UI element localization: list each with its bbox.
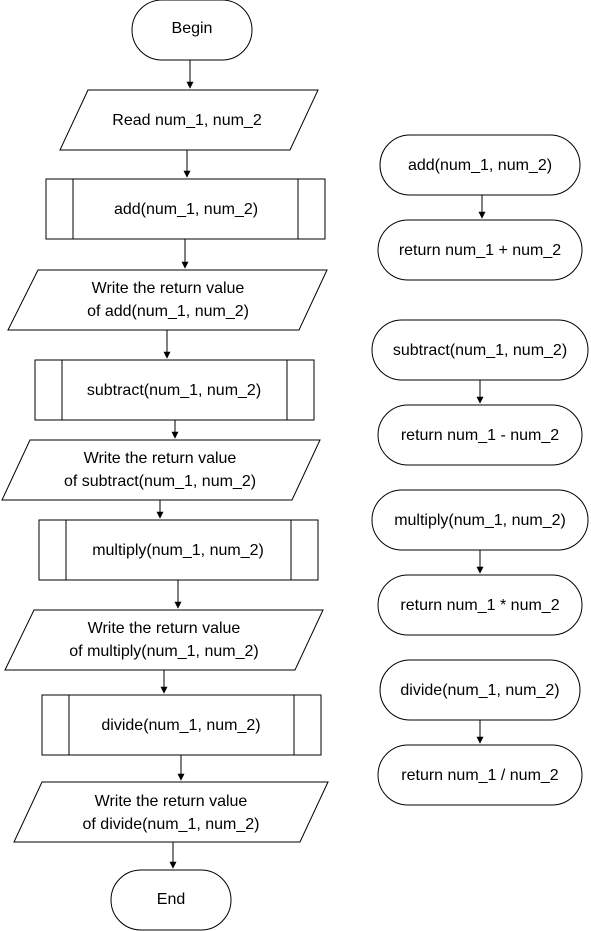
divide-function-body-label: return num_1 / num_2 [401,767,559,784]
add-function-header-label: add(num_1, num_2) [408,157,552,174]
write-multiply-node: Write the return value of multiply(num_1… [4,609,324,671]
multiply-function-body-label: return num_1 * num_2 [400,597,559,614]
write-divide-node: Write the return value of divide(num_1, … [13,781,329,843]
subtract-function-body-label: return num_1 - num_2 [401,427,559,444]
subtract-call-label: subtract(num_1, num_2) [87,382,261,399]
read-input-label: Read num_1, num_2 [112,112,262,129]
multiply-function-body: return num_1 * num_2 [377,574,583,636]
divide-call-node: divide(num_1, num_2) [41,694,322,756]
end-label: End [157,891,185,908]
add-function-body-label: return num_1 + num_2 [399,242,561,259]
add-call-label: add(num_1, num_2) [114,201,258,218]
multiply-function-header-label: multiply(num_1, num_2) [394,512,566,529]
divide-function-header: divide(num_1, num_2) [379,659,581,721]
write-multiply-line-2: of multiply(num_1, num_2) [69,643,258,660]
subtract-function-header: subtract(num_1, num_2) [371,319,589,381]
add-call-node: add(num_1, num_2) [45,178,326,240]
add-function-header: add(num_1, num_2) [379,134,581,196]
divide-function-body: return num_1 / num_2 [377,744,583,806]
multiply-function-header: multiply(num_1, num_2) [371,489,589,551]
divide-call-label: divide(num_1, num_2) [101,717,260,734]
write-subtract-node: Write the return value of subtract(num_1… [1,439,321,501]
write-subtract-line-2: of subtract(num_1, num_2) [64,473,256,490]
write-add-line-1: Write the return value [92,280,245,297]
subtract-function-body: return num_1 - num_2 [377,404,583,466]
subtract-function-header-label: subtract(num_1, num_2) [393,342,567,359]
multiply-call-node: multiply(num_1, num_2) [38,519,319,581]
begin-label: Begin [172,20,213,37]
write-add-node: Write the return value of add(num_1, num… [7,269,328,331]
read-input-node: Read num_1, num_2 [59,89,319,151]
write-multiply-line-1: Write the return value [88,620,241,637]
multiply-call-label: multiply(num_1, num_2) [92,542,264,559]
begin-node: Begin [131,0,253,61]
add-function-body: return num_1 + num_2 [377,219,583,281]
write-add-line-2: of add(num_1, num_2) [87,303,249,320]
divide-function-header-label: divide(num_1, num_2) [400,682,559,699]
write-divide-line-2: of divide(num_1, num_2) [83,816,260,833]
subtract-call-node: subtract(num_1, num_2) [34,359,315,421]
write-divide-line-1: Write the return value [95,793,248,810]
end-node: End [110,869,232,931]
write-subtract-line-1: Write the return value [84,450,237,467]
